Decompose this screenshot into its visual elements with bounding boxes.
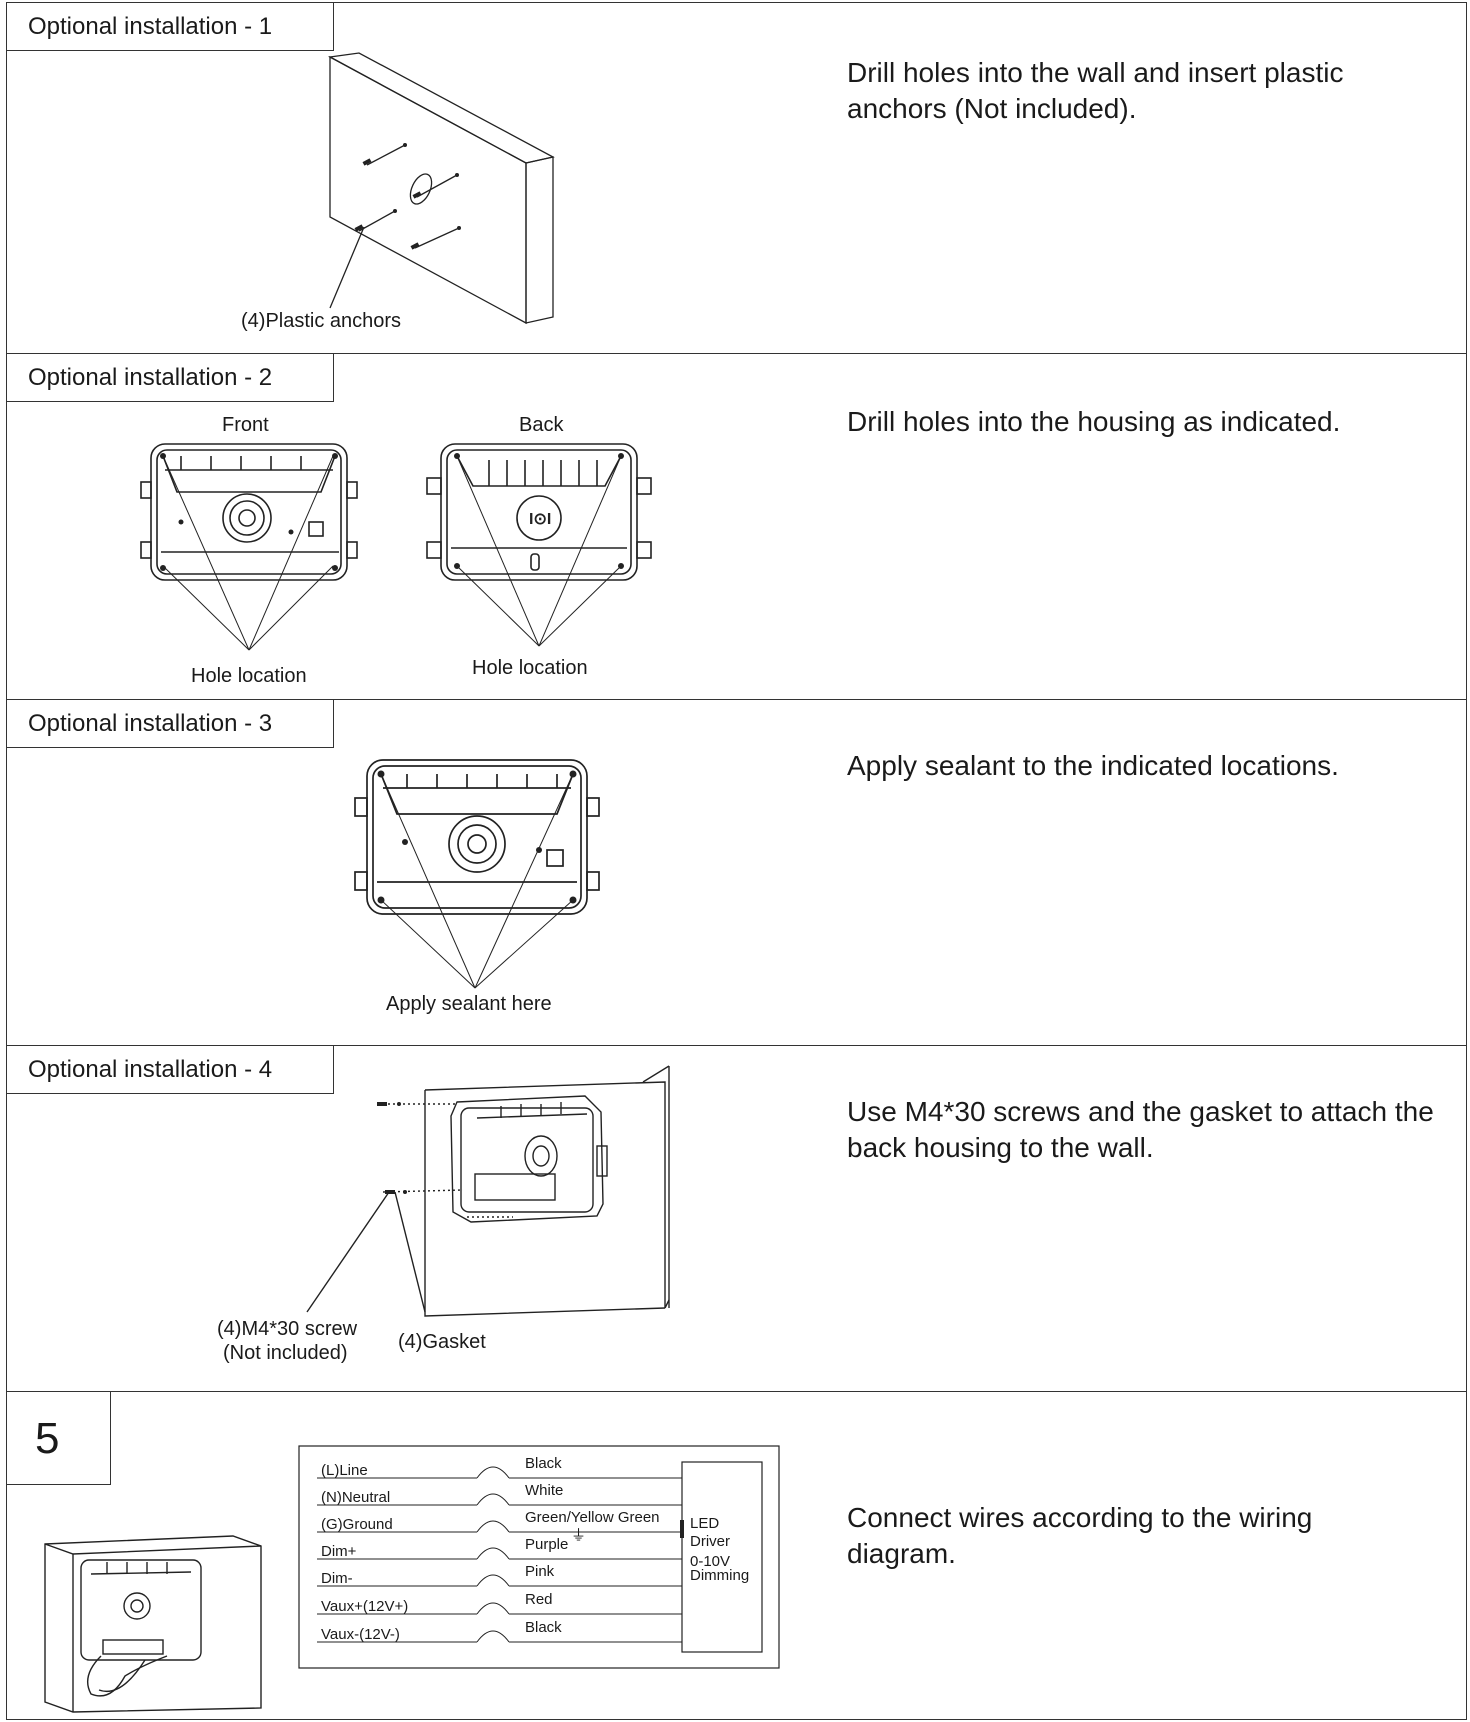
svg-text:I⊙I: I⊙I [529,511,551,528]
step-3-tab: Optional installation - 3 [7,700,334,748]
front-label: Front [222,414,269,436]
wiring-frame [298,1445,780,1669]
instruction-sheet: Optional installation - 1 Drill holes in… [6,2,1467,1720]
step-5-tab: 5 [7,1392,111,1485]
sealant-leader-lines [380,773,574,989]
driver-line-2: 0-10V [690,1553,730,1570]
screw-label-line2: (Not included) [223,1342,348,1364]
wire-left-3: Dim+ [321,1543,357,1560]
driver-line-3: Dimming [690,1567,749,1584]
wire-right-0: Black [525,1455,562,1472]
step-1-section: Optional installation - 1 Drill holes in… [7,3,1466,353]
step-2-tab: Optional installation - 2 [7,354,334,402]
step-4-section: Optional installation - 4 Use M4*30 scre… [7,1045,1466,1391]
step-1-tab: Optional installation - 1 [7,3,334,51]
back-label: Back [519,414,564,436]
wire-right-6: Black [525,1619,562,1636]
step-5-description: Connect wires according to the wiring di… [847,1502,1313,1569]
screw-label-line1: (4)M4*30 screw [217,1318,358,1340]
ground-symbol-icon: ⏚ [571,1527,586,1544]
hole-location-front-label: Hole location [191,665,307,687]
wire-right-5: Red [525,1591,553,1608]
step-3-description: Apply sealant to the indicated locations… [847,750,1339,781]
wire-left-6: Vaux-(12V-) [321,1626,400,1643]
wall-mount-diagram [306,1065,670,1317]
wire-left-1: (N)Neutral [321,1489,390,1506]
plastic-anchors-label: (4)Plastic anchors [241,310,402,332]
gasket-label: (4)Gasket [398,1331,486,1353]
wire-right-3: Purple [525,1536,568,1553]
wire-right-2: Green/Yellow Green [525,1509,660,1526]
wire-left-2: (G)Ground [321,1516,393,1533]
wiring-diagram: (L)Line Black (N)Neutral White (G)Ground… [298,1445,780,1669]
step-4-tab: Optional installation - 4 [7,1046,334,1094]
wire-left-5: Vaux+(12V+) [321,1598,408,1615]
driver-line-0: LED [690,1515,719,1532]
wire-right-1: White [525,1482,563,1499]
step-3-section: Optional installation - 3 Apply sealant … [7,699,1466,1045]
hole-leader-lines [162,455,622,651]
wire-left-0: (L)Line [321,1462,368,1479]
step-5-section: 5 Connect wires according to the wiring … [7,1391,1466,1721]
led-driver-box [681,1461,763,1653]
fixture-on-wall-drawing [44,1535,262,1713]
step-2-section: Optional installation - 2 Drill holes in… [7,353,1466,699]
wire-left-4: Dim- [321,1570,353,1587]
step-2-description: Drill holes into the housing as indicate… [847,406,1341,437]
hole-location-back-label: Hole location [472,657,588,679]
apply-sealant-label: Apply sealant here [386,993,552,1015]
wall-anchor-diagram [327,52,555,325]
driver-line-1: Driver [690,1533,730,1550]
front-housing-drawing [140,443,358,581]
step-1-description: Drill holes into the wall and insert pla… [847,57,1344,124]
wire-right-4: Pink [525,1563,555,1580]
step-4-description: Use M4*30 screws and the gasket to attac… [847,1096,1434,1163]
